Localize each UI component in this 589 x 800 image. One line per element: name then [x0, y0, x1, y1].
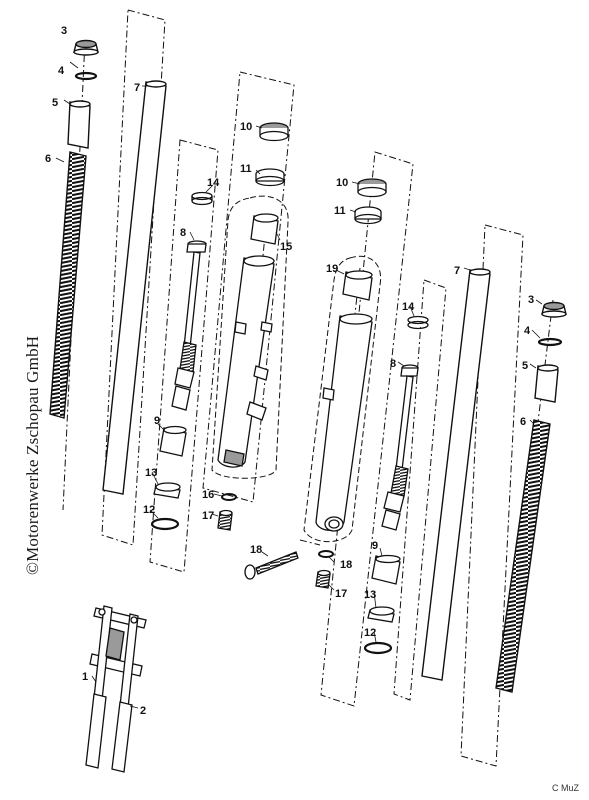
oring-4-right [537, 337, 563, 347]
frame-left-slider [202, 71, 295, 503]
damper-rod-8-left [171, 240, 207, 411]
callout-10-right: 10 [336, 177, 348, 189]
callout-15: 15 [280, 241, 292, 253]
callout-3-right: 3 [528, 294, 534, 306]
seal-14-right [407, 315, 429, 330]
right-damper-group [363, 315, 429, 655]
callout-14-right: 14 [402, 301, 415, 313]
washer-13-right [367, 606, 395, 623]
callout-14-left: 14 [207, 177, 220, 189]
bush-9-right [371, 554, 401, 585]
callout-11-left: 11 [240, 163, 252, 175]
callout-19: 19 [326, 263, 338, 275]
callout-1: 1 [82, 671, 88, 683]
callout-10-left: 10 [240, 121, 252, 133]
left-damper-group [150, 191, 213, 531]
slider-body-right [315, 313, 373, 532]
ring-11-right [354, 206, 382, 225]
left-slider-group [217, 122, 289, 531]
axis-bolt18 [299, 539, 321, 546]
callout-4-right: 4 [524, 325, 531, 337]
guide-bush-15 [250, 213, 279, 245]
oring-4-left [74, 71, 98, 81]
brand-mark: C MuZ [552, 783, 579, 793]
washer-16-left [221, 493, 237, 501]
callout-12-right: 12 [364, 627, 376, 639]
guide-bush-19 [342, 270, 373, 301]
callout-labels: 3 4 5 6 7 14 8 9 13 12 10 11 15 16 17 10… [45, 25, 534, 717]
callout-11-right: 11 [334, 205, 346, 217]
spacer-5-right [534, 364, 559, 403]
callout-4-left: 4 [58, 65, 65, 77]
callout-17-right: 17 [335, 588, 347, 600]
callout-18-washer: 18 [340, 559, 352, 571]
screw-17-right [315, 569, 331, 589]
callout-9-left: 9 [154, 415, 160, 427]
seal-14-left [191, 191, 213, 206]
clip-12-right [363, 641, 393, 655]
left-leg [85, 693, 107, 769]
callout-7-right: 7 [454, 265, 460, 277]
ring-11-left [255, 168, 285, 187]
callout-13-right: 13 [364, 589, 376, 601]
right-spring-group [495, 301, 567, 693]
callout-12-left: 12 [143, 504, 155, 516]
callout-7-left: 7 [134, 82, 140, 94]
screw-17-left [217, 509, 233, 531]
callout-16-left: 16 [202, 489, 214, 501]
cap-nut-3-left [73, 39, 99, 56]
stanchion-tube-7-left [102, 80, 167, 495]
spring-6-right [495, 419, 551, 693]
callout-5-left: 5 [52, 97, 58, 109]
callout-8-right: 8 [390, 358, 396, 370]
callout-2: 2 [140, 705, 146, 717]
right-slider-group [315, 178, 387, 589]
frame-left-damper [149, 139, 219, 573]
callout-13-left: 13 [145, 467, 157, 479]
frame-right-damper [393, 279, 447, 701]
callout-8-left: 8 [180, 227, 186, 239]
callout-18-bolt: 18 [250, 544, 262, 556]
outline-slider-15 [211, 195, 289, 479]
callout-6-right: 6 [520, 416, 526, 428]
damper-rod-8-right [381, 364, 419, 531]
frame-right-stanchion [460, 224, 524, 767]
clip-12-left [150, 517, 180, 531]
stanchion-tube-7-right [421, 268, 491, 681]
callout-3-left: 3 [61, 25, 67, 37]
seal-10-left [259, 122, 289, 142]
spacer-5-left [67, 100, 91, 149]
seal-10-right [357, 178, 387, 198]
left-spring-group [49, 39, 99, 419]
washer-13-left [153, 482, 181, 499]
bush-9-left [159, 425, 187, 457]
callout-6-left: 6 [45, 153, 51, 165]
outline-slider-19 [303, 255, 382, 543]
callout-9-right: 9 [372, 540, 378, 552]
assembled-fork [85, 605, 147, 773]
slider-body-left [217, 255, 275, 468]
cap-nut-3-right [541, 301, 567, 318]
frame-left-stanchion [101, 9, 166, 546]
axle-bolt-18 [244, 551, 299, 580]
right-leg [111, 701, 133, 773]
washer-18-right [318, 550, 334, 558]
callout-17-left: 17 [202, 510, 214, 522]
spring-6-left [49, 151, 87, 419]
callout-5-right: 5 [522, 360, 528, 372]
